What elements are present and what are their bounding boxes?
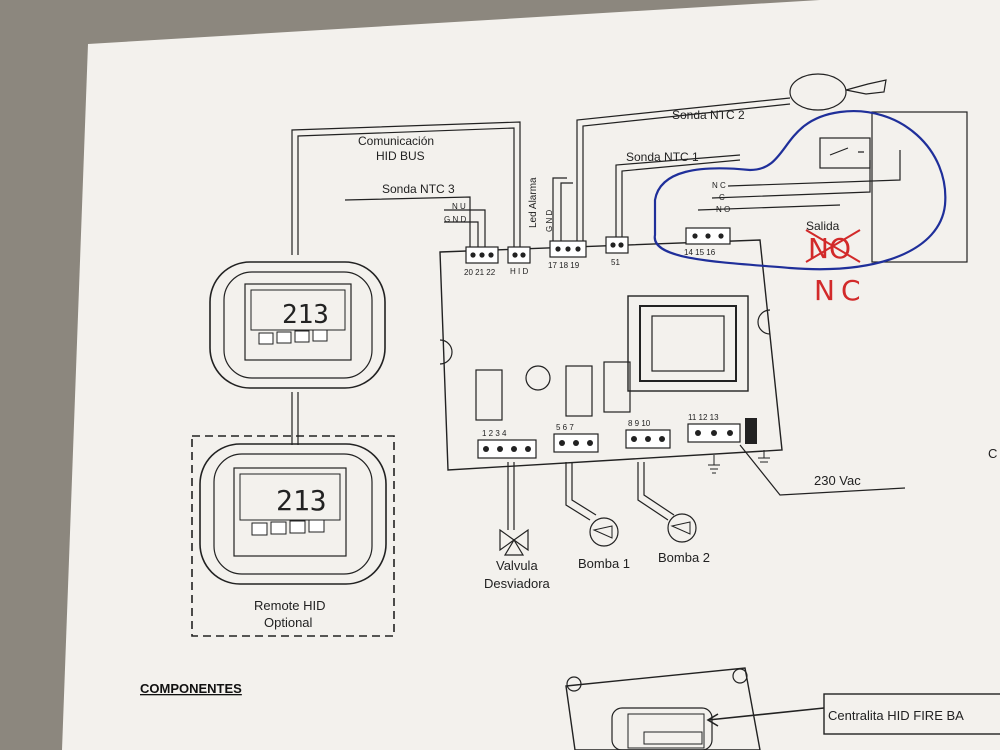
- terminal-screws-top: [470, 233, 724, 258]
- label-sonda-ntc-3: Sonda NTC 3: [382, 182, 455, 196]
- label-bomba-1: Bomba 1: [578, 556, 630, 571]
- fuse: [745, 418, 757, 444]
- label-optional: Optional: [264, 615, 313, 630]
- label-hid-bus: HID BUS: [376, 149, 425, 163]
- pump-1-icon: [589, 517, 619, 547]
- display-reading-top: 213: [282, 300, 329, 330]
- relay-label-nc: N C: [712, 181, 726, 190]
- terminal-8-10: 8 9 10: [628, 419, 651, 428]
- display-unit-top: 213: [209, 261, 386, 389]
- terminal-11-13: 11 12 13: [688, 413, 719, 422]
- label-desviadora: Desviadora: [484, 576, 551, 591]
- transformer: [627, 295, 749, 392]
- red-pen-annotations: NO NC: [805, 229, 867, 307]
- label-valvula: Valvula: [496, 558, 538, 573]
- display-reading-remote: 213: [276, 484, 327, 517]
- terminal-5-7: 5 6 7: [556, 423, 574, 432]
- relay-label-c: C: [719, 193, 725, 202]
- label-sonda-ntc-1: Sonda NTC 1: [626, 150, 699, 164]
- label-230vac: 230 Vac: [814, 473, 861, 488]
- blue-pen-circle: [653, 109, 947, 271]
- display-unit-remote: 213: [191, 435, 395, 637]
- diagram-labels: Comunicación HID BUS Sonda NTC 2 Sonda N…: [140, 108, 997, 723]
- terminal-screws-bottom: [483, 430, 733, 452]
- label-centralita: Centralita HID FIRE BA: [828, 708, 964, 723]
- control-board: [439, 239, 783, 471]
- terminal-1-4: 1 2 3 4: [482, 429, 507, 438]
- sensor-label-nu: N U: [452, 202, 466, 211]
- red-strike-icon: [805, 229, 861, 263]
- relay-3: [603, 361, 631, 413]
- handwritten-nc: NC: [814, 274, 867, 307]
- pump-2-icon: [667, 513, 697, 543]
- power-terminal-marks: [708, 450, 770, 474]
- terminal-hid: H I D: [510, 267, 528, 276]
- relay-1: [475, 369, 503, 421]
- relay-2: [565, 365, 593, 417]
- probe-icon: [845, 79, 887, 95]
- terminal-17-19: 17 18 19: [548, 261, 580, 270]
- label-right-edge: C: [988, 446, 997, 461]
- sensor-label-gnd: G N D: [444, 215, 466, 224]
- label-comunicacion: Comunicación: [358, 134, 434, 148]
- terminal-20-22: 20 21 22: [464, 268, 496, 277]
- terminal-14-16: 14 15 16: [684, 248, 716, 257]
- buzzer-icon: [525, 365, 551, 391]
- centralita-unit: [565, 667, 1000, 750]
- label-led-alarma: Led Alarma: [528, 177, 539, 228]
- three-way-valve-icon: [499, 528, 529, 556]
- fan-icon: [789, 73, 847, 111]
- terminal-51: 51: [611, 258, 620, 267]
- label-remote-hid: Remote HID: [254, 598, 326, 613]
- label-salida: Salida: [806, 219, 840, 233]
- paper-sheet: [62, 0, 1000, 750]
- sensor-label-gnd-vertical: G N D: [545, 210, 554, 232]
- wires: [291, 97, 906, 530]
- label-bomba-2: Bomba 2: [658, 550, 710, 565]
- relay-label-no: N O: [716, 205, 730, 214]
- salida-device-box: [871, 111, 968, 263]
- relay-switch-symbol: [819, 137, 871, 169]
- section-title-componentes: COMPONENTES: [140, 681, 242, 696]
- label-sonda-ntc-2: Sonda NTC 2: [672, 108, 745, 122]
